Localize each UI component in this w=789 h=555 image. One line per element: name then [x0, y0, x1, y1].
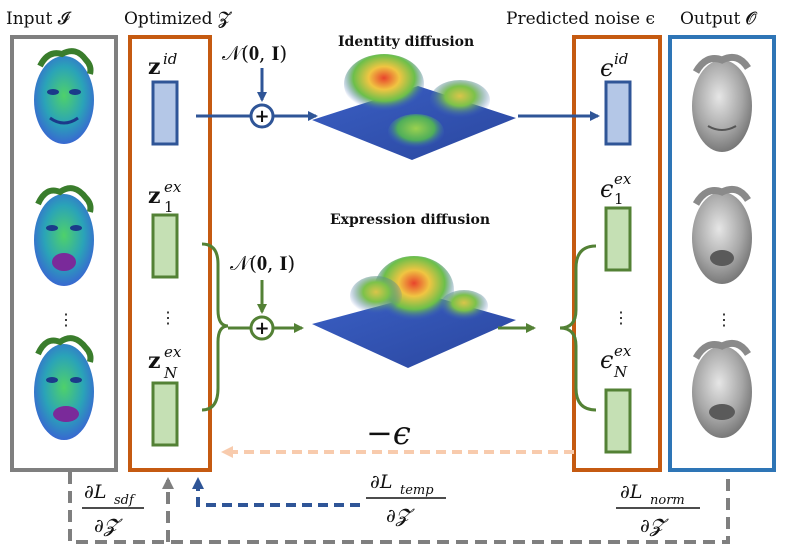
svg-text:ϵ: ϵ — [600, 346, 613, 374]
noise-eps-ex1: ϵ ex 1 — [600, 170, 632, 208]
svg-text:temp: temp — [400, 483, 434, 498]
latent-z-id: z id — [148, 50, 177, 80]
header-input: Input 𝓘 — [6, 9, 72, 29]
svg-text:1: 1 — [164, 198, 174, 216]
svg-text:N: N — [163, 364, 178, 382]
temp-loss-arrow — [192, 477, 360, 507]
output-face-mesh-3 — [692, 339, 752, 438]
svg-text:sdf: sdf — [114, 493, 136, 508]
header-predicted-noise: Predicted noise ϵ — [506, 9, 655, 29]
svg-text:z: z — [148, 54, 161, 80]
svg-text:ex: ex — [164, 343, 182, 361]
input-face-scan-3 — [34, 335, 94, 440]
optimized-latent-frame — [128, 35, 212, 472]
svg-text:∂L: ∂L — [84, 481, 106, 503]
sdf-loss-fraction: ∂L sdf ∂𝓩 — [80, 476, 150, 537]
svg-text:id: id — [614, 50, 628, 68]
svg-text:ex: ex — [164, 178, 182, 196]
latent-dots: ⋮ — [160, 308, 176, 327]
gaussian-label-expression: 𝒩(𝟎, 𝐈) — [230, 251, 295, 275]
latent-z-ex1: z ex 1 — [148, 178, 182, 216]
output-dots: ⋮ — [716, 310, 732, 329]
svg-text:∂𝓩: ∂𝓩 — [640, 515, 669, 537]
identity-diffusion-title: Identity diffusion — [338, 34, 474, 50]
noise-bar-id — [604, 80, 632, 146]
input-face-scan-1 — [34, 48, 94, 144]
noise-brace-expression — [559, 244, 597, 412]
norm-loss-fraction: ∂L norm ∂𝓩 — [614, 476, 704, 537]
svg-text:z: z — [148, 348, 161, 374]
expression-diffusion-title: Expression diffusion — [330, 212, 490, 228]
svg-text:∂L: ∂L — [370, 471, 392, 493]
temp-loss-fraction: ∂L temp ∂𝓩 — [366, 471, 446, 527]
plus-sign-identity: + — [254, 106, 269, 127]
plus-sign-expression: + — [254, 318, 269, 339]
svg-text:ϵ: ϵ — [600, 175, 613, 203]
output-frame — [668, 35, 776, 472]
latent-bar-ex1 — [151, 213, 179, 279]
gaussian-label-identity: 𝒩(𝟎, 𝐈) — [222, 41, 287, 65]
output-face-mesh-2 — [692, 185, 752, 284]
svg-text:ϵ: ϵ — [600, 54, 613, 82]
identity-diffusion-surface — [312, 54, 516, 160]
svg-text:ex: ex — [614, 170, 632, 188]
expression-diffusion-surface — [312, 256, 516, 368]
latent-bar-id — [151, 80, 179, 146]
header-output: Output 𝓞 — [680, 9, 758, 29]
svg-text:norm: norm — [650, 493, 685, 508]
svg-text:1: 1 — [614, 190, 624, 208]
latent-bar-exN — [151, 381, 179, 447]
neg-eps-label: −ϵ — [366, 414, 411, 452]
latent-brace-expression — [201, 242, 229, 412]
svg-text:ex: ex — [614, 342, 632, 360]
noise-dots: ⋮ — [613, 308, 629, 327]
predicted-noise-frame — [572, 35, 662, 472]
gray-loss-loop — [68, 472, 730, 544]
header-optimized: Optimized 𝓩 — [124, 9, 232, 29]
input-frame — [10, 35, 118, 472]
latent-z-exN: z ex N — [148, 343, 182, 382]
svg-text:∂𝓩: ∂𝓩 — [94, 515, 123, 537]
output-face-mesh-1 — [692, 53, 752, 152]
svg-text:id: id — [163, 50, 177, 68]
input-dots: ⋮ — [58, 310, 74, 329]
noise-bar-exN — [604, 388, 632, 454]
svg-text:∂𝓩: ∂𝓩 — [386, 505, 415, 527]
noise-bar-ex1 — [604, 206, 632, 272]
input-face-scan-2 — [34, 185, 94, 286]
noise-eps-id: ϵ id — [600, 50, 628, 82]
svg-text:∂L: ∂L — [620, 481, 642, 503]
noise-eps-exN: ϵ ex N — [600, 342, 632, 381]
svg-text:z: z — [148, 183, 161, 209]
svg-text:N: N — [613, 363, 628, 381]
